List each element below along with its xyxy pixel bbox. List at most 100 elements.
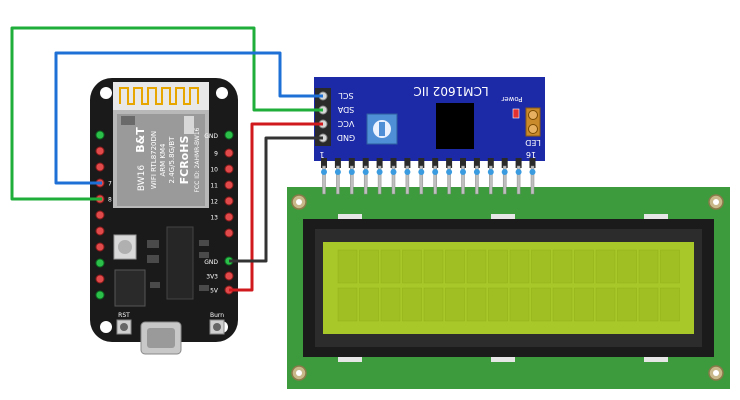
lcd-pin	[391, 165, 396, 195]
right-pin-header: 9 10 11 12 13 3V3 5V	[206, 148, 234, 295]
pin-gnd-top-label: GND	[204, 133, 218, 140]
wire-vcc	[229, 122, 323, 292]
right-pin-label: 11	[210, 183, 218, 190]
power-label: Power	[501, 95, 522, 103]
lcd-char-cell	[380, 287, 401, 322]
lcd-char-cell	[423, 249, 444, 284]
i2c-pcb	[314, 77, 545, 161]
right-pin	[224, 180, 234, 190]
lcd-pin-socket	[418, 158, 425, 168]
lcd-pin	[336, 165, 340, 195]
lcd-pin-socket	[473, 158, 480, 168]
pcb-antenna	[119, 87, 199, 105]
lcd-char-cell	[359, 249, 379, 284]
lcd-pin-collar	[529, 169, 536, 175]
lcd-char-cell	[380, 249, 401, 284]
left-pin-label: 8	[108, 197, 112, 204]
wire-scl	[54, 51, 323, 185]
module-cert: FCRoHS	[178, 136, 191, 185]
lcd-char-cell	[509, 287, 530, 322]
lcd-pin	[447, 165, 451, 195]
module-band-line: 2.4G/5.8G/BT	[168, 136, 176, 184]
lcd-pin-collar	[446, 169, 453, 175]
lcd-char-cell	[617, 287, 637, 322]
lcd-char-cell	[595, 287, 616, 322]
left-pin	[95, 242, 105, 252]
lcd-char-cell	[617, 249, 637, 284]
lcd-char-cell	[337, 249, 358, 284]
lcd-pin-collar	[501, 169, 508, 175]
lcd-pin-collar	[404, 169, 411, 175]
lcd-char-cell	[552, 287, 573, 322]
left-pin	[95, 146, 105, 156]
left-pin	[95, 290, 105, 300]
lcd-pin	[502, 165, 507, 195]
i2c-title: LCM1602 IIC	[413, 84, 488, 98]
right-pin	[224, 196, 234, 206]
lcd-char-cell	[531, 249, 551, 284]
lcd-pin	[461, 165, 465, 195]
lcd-pin	[516, 165, 521, 195]
lcd-pin-collar	[432, 169, 439, 175]
lcd-pin	[489, 165, 493, 195]
lcd-pin-socket	[432, 158, 439, 168]
lcd-pin	[363, 165, 368, 195]
lcd-pin-socket	[348, 158, 355, 168]
right-pin	[224, 164, 234, 174]
pin-label-gnd: GND	[337, 133, 355, 142]
module-chip-line: WIFI RTL8720DN	[150, 131, 158, 189]
lcd-pin-socket	[515, 158, 522, 168]
right-pin-label: 3V3	[206, 274, 218, 281]
lcd-pin	[433, 165, 437, 195]
lcd-pin	[419, 165, 424, 195]
lcd-pin-collar	[334, 169, 341, 175]
left-pin	[95, 226, 105, 236]
lcd-char-cell	[445, 287, 465, 322]
module-fcc-id: FCC ID: 2AHMR-BW16	[194, 127, 201, 192]
lcd-char-cell	[509, 249, 530, 284]
lcd-char-cell	[359, 287, 379, 322]
pin-16-label: 16	[526, 150, 536, 159]
lcd-char-cell	[337, 287, 358, 322]
lcd-pin-socket	[362, 158, 369, 168]
wires	[10, 26, 323, 292]
lcd-pin-collar	[321, 169, 327, 175]
pin-gnd-right-label: GND	[204, 259, 218, 266]
wire-gnd	[229, 136, 323, 263]
rst-label: RST	[118, 312, 130, 319]
bw16-dev-board: B&T BW16 WIFI RTL8720DN ARM KM4 2.4G/5.8…	[90, 78, 238, 355]
lcd-pin-socket	[321, 158, 327, 168]
lcd-char-cell	[488, 287, 508, 322]
lcd-pin	[322, 165, 326, 195]
right-pin-label: 10	[210, 167, 218, 174]
lcd-char-cell	[638, 287, 659, 322]
lcd-char-cell	[402, 249, 422, 284]
i2c-backpack-module: LCM1602 IIC Power LED 16 1 SCL SDA VCC G…	[314, 77, 545, 195]
right-pin-label: 5V	[210, 288, 219, 295]
lcd-pin-socket	[404, 158, 411, 168]
module-brand: B&T	[134, 127, 147, 153]
lcd-char-cell	[552, 249, 573, 284]
lcd-pin-collar	[515, 169, 522, 175]
lcd-char-cell	[574, 249, 594, 284]
lcd-pin-socket	[529, 158, 536, 168]
lcd-pin-collar	[460, 169, 466, 175]
pcf8574-chip	[436, 103, 474, 149]
lcd-char-cell	[660, 249, 680, 284]
right-pin	[224, 228, 234, 238]
lcd-char-cell	[402, 287, 422, 322]
right-pin-label: 13	[210, 215, 218, 222]
lcd-pin-collar	[418, 169, 425, 175]
pin-label-scl: SCL	[338, 91, 354, 100]
right-pin-label: 12	[210, 199, 218, 206]
left-pin	[95, 210, 105, 220]
right-pin	[224, 148, 234, 158]
right-pin-label: 9	[214, 151, 218, 158]
lcd-char-cell	[660, 287, 680, 322]
lcd-char-cell	[423, 287, 444, 322]
lcd-char-cell	[638, 249, 659, 284]
lcd-char-cell	[595, 249, 616, 284]
lcd-pin	[350, 165, 354, 195]
pin-1-label: 1	[319, 150, 324, 159]
